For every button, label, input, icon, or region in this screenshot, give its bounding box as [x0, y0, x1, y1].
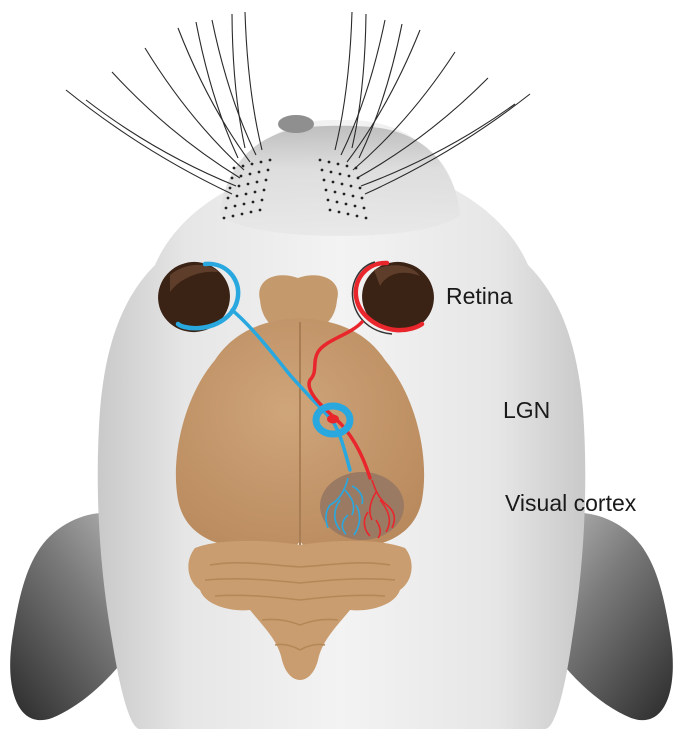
- whisker-follicle: [339, 173, 342, 176]
- whisker-follicle: [332, 181, 335, 184]
- whisker-follicle: [350, 185, 353, 188]
- whisker-follicle: [247, 183, 250, 186]
- lgn-label: LGN: [503, 397, 550, 424]
- whisker-follicle: [356, 215, 359, 218]
- whisker-follicle: [341, 183, 344, 186]
- whisker-follicle: [223, 217, 226, 220]
- whisker-follicle: [329, 209, 332, 212]
- nose: [278, 115, 314, 133]
- whisker: [66, 90, 232, 194]
- whisker: [212, 20, 256, 155]
- whisker-follicle: [323, 179, 326, 182]
- whisker-follicle: [236, 195, 239, 198]
- whisker-follicle: [245, 193, 248, 196]
- whisker-follicle: [346, 165, 349, 168]
- whisker-follicle: [263, 189, 266, 192]
- whisker-follicle: [265, 179, 268, 182]
- whisker-follicle: [252, 201, 255, 204]
- whisker-follicle: [254, 191, 257, 194]
- whisker-follicle: [227, 197, 230, 200]
- whisker-follicle: [243, 203, 246, 206]
- whisker-follicle: [359, 187, 362, 190]
- whisker-follicle: [260, 161, 263, 164]
- whisker-follicle: [336, 201, 339, 204]
- whisker-follicle: [325, 189, 328, 192]
- whisker-follicle: [338, 211, 341, 214]
- whisker: [112, 72, 240, 178]
- whisker-follicle: [240, 175, 243, 178]
- whisker-follicle: [261, 199, 264, 202]
- whisker-follicle: [343, 193, 346, 196]
- whisker-follicle: [354, 205, 357, 208]
- whisker-follicle: [238, 185, 241, 188]
- whisker-follicle: [347, 213, 350, 216]
- whisker-follicle: [233, 167, 236, 170]
- whisker-follicle: [330, 171, 333, 174]
- whisker-follicle: [269, 159, 272, 162]
- visual-cortex-label: Visual cortex: [505, 490, 636, 517]
- visual-cortex-region: [320, 472, 404, 540]
- whisker-follicle: [225, 207, 228, 210]
- whisker-follicle: [365, 217, 368, 220]
- whisker-follicle: [345, 203, 348, 206]
- whisker-follicle: [258, 171, 261, 174]
- whisker: [245, 12, 262, 150]
- whisker: [86, 100, 236, 186]
- whisker-follicle: [267, 169, 270, 172]
- whisker-follicle: [352, 195, 355, 198]
- whisker-follicle: [321, 169, 324, 172]
- snout: [220, 126, 460, 236]
- whisker-follicle: [328, 161, 331, 164]
- whisker: [232, 14, 245, 148]
- whisker-follicle: [363, 207, 366, 210]
- whisker-follicle: [249, 173, 252, 176]
- whisker-follicle: [334, 191, 337, 194]
- whisker-follicle: [327, 199, 330, 202]
- whisker-follicle: [251, 163, 254, 166]
- whisker-follicle: [259, 209, 262, 212]
- whisker-follicle: [337, 163, 340, 166]
- whisker-follicle: [234, 205, 237, 208]
- whisker-follicle: [319, 159, 322, 162]
- whisker-follicle: [242, 165, 245, 168]
- whisker-follicle: [357, 177, 360, 180]
- whisker-follicle: [361, 197, 364, 200]
- whisker-follicle: [241, 213, 244, 216]
- whisker-follicle: [256, 181, 259, 184]
- retina-label: Retina: [446, 283, 512, 310]
- whisker-follicle: [355, 167, 358, 170]
- whisker-follicle: [348, 175, 351, 178]
- whisker-follicle: [231, 177, 234, 180]
- whisker-follicle: [232, 215, 235, 218]
- whisker-follicle: [229, 187, 232, 190]
- whisker-follicle: [250, 211, 253, 214]
